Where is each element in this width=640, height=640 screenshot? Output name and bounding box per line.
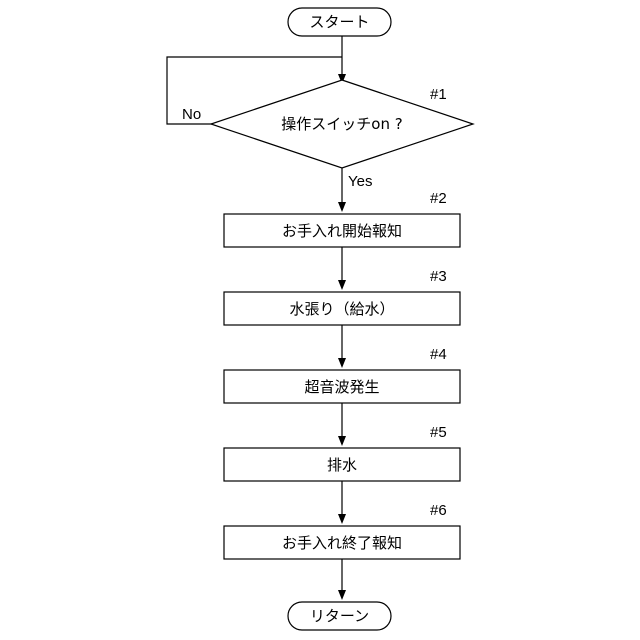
arrowhead-step4: [338, 358, 346, 368]
start-terminal: スタート: [288, 8, 391, 36]
process-step-number-5: #5: [430, 424, 447, 441]
process-step-number-3: #3: [430, 268, 447, 285]
process-step-number-6: #6: [430, 502, 447, 519]
decision-yes-label: Yes: [348, 173, 372, 190]
process-step-number-2: #2: [430, 190, 447, 207]
arrowhead-step2: [338, 202, 346, 212]
decision-step-number: #1: [430, 86, 447, 103]
arrowhead-step6: [338, 514, 346, 524]
process-label-6: お手入れ終了報知: [282, 534, 402, 552]
arrowhead-end: [338, 590, 346, 600]
decision-label: 操作スイッチon ?: [281, 115, 402, 133]
decision-node: 操作スイッチon ? #1 No Yes: [182, 80, 473, 190]
process-label-5: 排水: [327, 456, 357, 474]
process-label-4: 超音波発生: [304, 378, 379, 396]
end-terminal: リターン: [288, 602, 391, 630]
start-terminal-label: スタート: [309, 13, 369, 31]
end-terminal-label: リターン: [310, 607, 369, 625]
process-step-number-4: #4: [430, 346, 447, 363]
process-label-2: お手入れ開始報知: [282, 222, 402, 240]
arrowhead-step5: [338, 436, 346, 446]
decision-no-label: No: [182, 106, 201, 123]
arrowhead-step3: [338, 280, 346, 290]
process-label-3: 水張り（給水）: [289, 300, 394, 318]
